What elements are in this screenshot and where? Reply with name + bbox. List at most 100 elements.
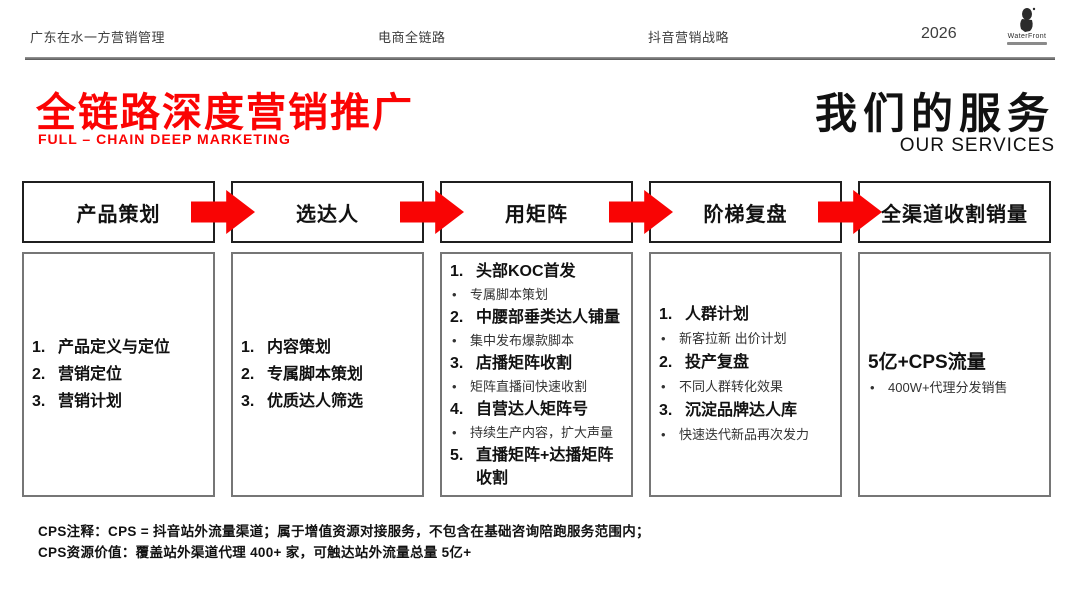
item-text: 内容策划 [267, 339, 332, 356]
item-text: 5亿+CPS流量 [868, 352, 986, 373]
item-text: 人群计划 [685, 305, 750, 323]
item-marker: 2. [32, 366, 46, 383]
logo-text: WaterFront [1007, 33, 1047, 40]
item-marker: • [661, 426, 666, 442]
page-subtitle: FULL – CHAIN DEEP MARKETING [38, 131, 291, 147]
list-item: • 矩阵直播间快速收割 [450, 375, 627, 398]
list-item: 3. 优质达人筛选 [241, 388, 418, 415]
list-item: 3. 店播矩阵收割 [450, 352, 627, 375]
item-text: 专属脚本策划 [470, 286, 549, 302]
nav-item-douyin: 抖音营销战略 [648, 30, 730, 45]
step-body-box: 1. 头部KOC首发 • 专属脚本策划 2. 中腰部垂类达人铺量 • 集中发布爆… [440, 252, 633, 497]
step-body-box: 1. 人群计划 • 新客拉新 出价计划 2. 投产复盘 • 不同人群转化效果 [649, 252, 842, 497]
services-title-cn: 我们的服务 [814, 90, 1055, 137]
item-marker: 3. [32, 393, 46, 410]
list-item: 1. 头部KOC首发 [450, 260, 627, 283]
item-text: 400W+代理分发销售 [888, 380, 1008, 395]
list-item: 3. 沉淀品牌达人库 [659, 399, 836, 423]
logo-tagline [1007, 42, 1047, 45]
list-item: 2. 专属脚本策划 [241, 361, 418, 388]
list-item: 5. 直播矩阵+达播矩阵收割 [450, 444, 627, 490]
process-column-select-talent: 选达人 1. 内容策划 2. 专属脚本策划 3. 优质达人筛选 [231, 181, 424, 497]
item-marker: 2. [450, 308, 464, 326]
nav-item-company: 广东在水一方营销管理 [30, 30, 166, 45]
item-marker: 3. [659, 401, 673, 419]
step-header-label: 全渠道收割销量 [881, 203, 1028, 226]
item-marker: 3. [450, 354, 464, 372]
item-text: 矩阵直播间快速收割 [470, 378, 588, 394]
process-column-product-planning: 产品策划 1. 产品定义与定位 2. 营销定位 3. 营销计划 [22, 181, 215, 497]
step-header-box: 阶梯复盘 [649, 181, 842, 243]
list-item: 4. 自营达人矩阵号 [450, 398, 627, 421]
step-header-box: 全渠道收割销量 [858, 181, 1051, 243]
step-header-label: 产品策划 [76, 203, 161, 226]
item-marker: • [452, 378, 457, 394]
process-column-omnichannel-sales: 全渠道收割销量 5亿+CPS流量 • 400W+代理分发销售 [858, 181, 1051, 497]
item-text: 专属脚本策划 [267, 366, 364, 383]
step-header-box: 选达人 [231, 181, 424, 243]
cps-footnote: CPS注释：CPS = 抖音站外流量渠道；属于增值资源对接服务，不包含在基础咨询… [38, 521, 650, 563]
item-marker: • [452, 286, 457, 302]
item-marker: 1. [450, 262, 464, 280]
list-item: 2. 营销定位 [32, 361, 209, 388]
list-item: 1. 内容策划 [241, 334, 418, 361]
services-title-en: OUR SERVICES [899, 135, 1055, 156]
list-item: • 快速迭代新品再次发力 [659, 423, 836, 447]
item-marker: 1. [659, 305, 673, 323]
list-item: • 集中发布爆款脚本 [450, 329, 627, 352]
item-text: 营销定位 [58, 366, 123, 383]
process-flow: 产品策划 1. 产品定义与定位 2. 营销定位 3. 营销计划 [22, 181, 1051, 497]
item-marker: • [452, 424, 457, 440]
step-header-label: 阶梯复盘 [703, 203, 788, 226]
list-item: • 持续生产内容，扩大声量 [450, 421, 627, 444]
step-body-box: 1. 内容策划 2. 专属脚本策划 3. 优质达人筛选 [231, 252, 424, 497]
cps-footnote-line2: CPS资源价值：覆盖站外渠道代理 400+ 家，可触达站外流量总量 5亿+ [38, 545, 472, 560]
waterfront-logo-icon [998, 7, 1056, 33]
item-text: 持续生产内容，扩大声量 [470, 424, 614, 440]
step-header-label: 用矩阵 [505, 203, 568, 226]
item-marker: 3. [241, 393, 255, 410]
page-title: 全链路深度营销推广 [36, 91, 414, 135]
list-item: 3. 营销计划 [32, 388, 209, 415]
item-marker: 2. [241, 366, 255, 383]
list-item: • 新客拉新 出价计划 [659, 327, 836, 351]
item-text: 头部KOC首发 [476, 262, 576, 280]
nav-item-ecommerce: 电商全链路 [378, 30, 446, 45]
process-column-review: 阶梯复盘 1. 人群计划 • 新客拉新 出价计划 2. 投产复盘 [649, 181, 842, 497]
list-item: 2. 投产复盘 [659, 351, 836, 375]
header-divider [25, 57, 1055, 60]
list-item: • 专属脚本策划 [450, 283, 627, 306]
list-item: 1. 人群计划 [659, 303, 836, 327]
item-text: 沉淀品牌达人库 [685, 401, 798, 419]
item-marker: • [452, 332, 457, 348]
list-item: • 400W+代理分发销售 [868, 376, 1045, 399]
item-marker: 2. [659, 353, 673, 371]
list-item: 1. 产品定义与定位 [32, 334, 209, 361]
item-marker: • [870, 380, 875, 395]
item-text: 优质达人筛选 [267, 393, 364, 410]
item-text: 店播矩阵收割 [476, 354, 573, 372]
item-marker: 1. [32, 339, 46, 356]
item-text: 快速迭代新品再次发力 [679, 426, 810, 442]
process-column-use-matrix: 用矩阵 1. 头部KOC首发 • 专属脚本策划 2. 中腰部垂类达人铺量 [440, 181, 633, 497]
list-item: • 不同人群转化效果 [659, 375, 836, 399]
step-header-box: 用矩阵 [440, 181, 633, 243]
step-body-box: 1. 产品定义与定位 2. 营销定位 3. 营销计划 [22, 252, 215, 497]
item-marker: 5. [450, 446, 464, 464]
item-text: 不同人群转化效果 [679, 378, 784, 394]
item-marker: 1. [241, 339, 255, 356]
nav-year: 2026 [921, 25, 957, 42]
list-item: 5亿+CPS流量 [868, 350, 1045, 376]
item-marker: • [661, 330, 666, 346]
item-text: 自营达人矩阵号 [476, 400, 589, 418]
item-text: 中腰部垂类达人铺量 [476, 308, 621, 326]
step-header-box: 产品策划 [22, 181, 215, 243]
item-text: 集中发布爆款脚本 [470, 332, 575, 348]
item-text: 营销计划 [58, 393, 123, 410]
company-logo: WaterFront [998, 7, 1056, 45]
item-text: 投产复盘 [685, 353, 750, 371]
item-marker: • [661, 378, 666, 394]
step-header-label: 选达人 [296, 203, 359, 226]
item-text: 直播矩阵+达播矩阵收割 [476, 446, 614, 487]
